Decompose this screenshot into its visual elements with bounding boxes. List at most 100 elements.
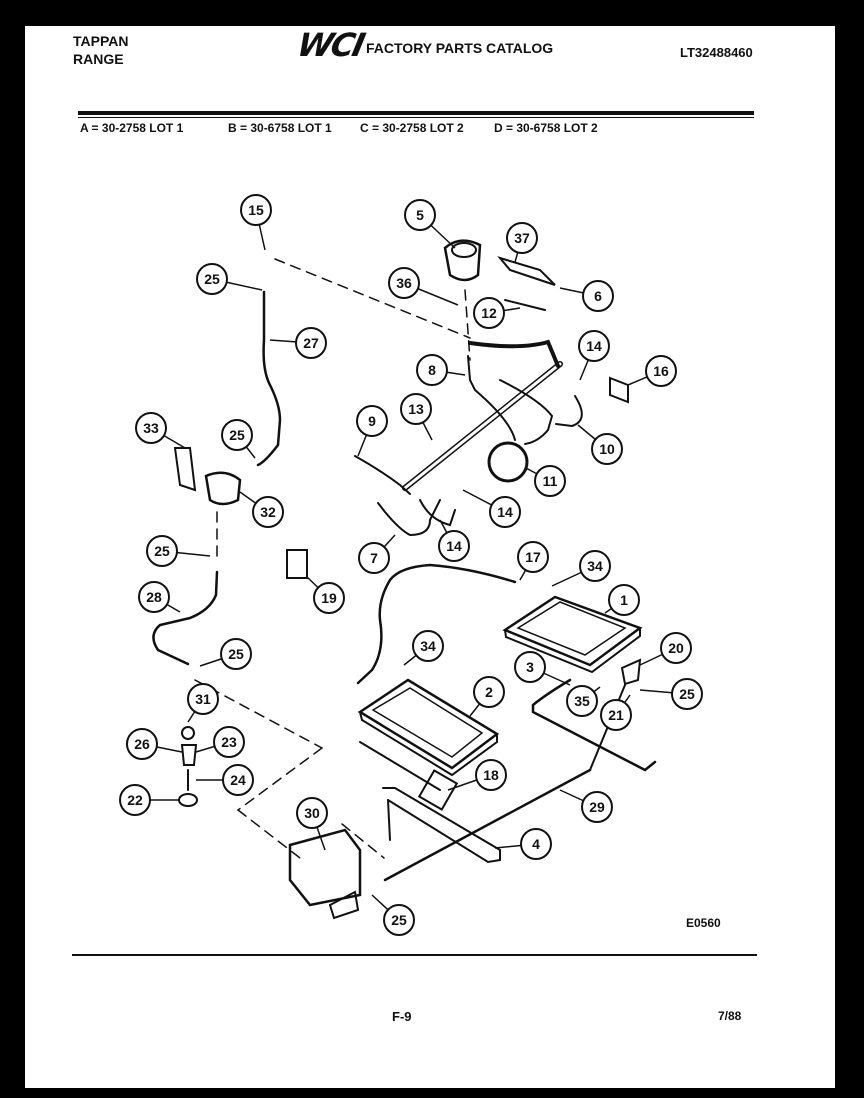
- callout-25: 25: [221, 419, 256, 459]
- header-rule-thin: [78, 117, 754, 118]
- callout-bubble: [671, 678, 703, 710]
- callout-33: 33: [135, 412, 186, 449]
- callout-bubble: [600, 699, 632, 731]
- callout-bubble: [213, 726, 245, 758]
- callout-34: 34: [403, 630, 444, 666]
- callout-number: 25: [679, 686, 695, 702]
- callout-6: 6: [559, 280, 614, 312]
- callout-18: 18: [447, 759, 507, 791]
- callout-bubble: [146, 535, 178, 567]
- callout-number: 25: [391, 912, 407, 928]
- callout-31: 31: [187, 683, 219, 723]
- callout-bubble: [383, 904, 415, 936]
- callout-2: 2: [469, 676, 505, 717]
- callout-number: 24: [230, 772, 246, 788]
- callout-14: 14: [438, 519, 470, 562]
- page-number: F-9: [392, 1009, 412, 1024]
- callout-bubble: [645, 355, 677, 387]
- alignment-lines: [194, 258, 471, 859]
- callout-3: 3: [514, 651, 571, 686]
- callout-bubble: [126, 728, 158, 760]
- brand-name: TAPPAN: [73, 33, 129, 49]
- callout-37: 37: [506, 222, 538, 263]
- callout-4: 4: [494, 828, 552, 860]
- callout-bubble: [220, 638, 252, 670]
- revision-date: 7/88: [718, 1009, 742, 1023]
- callout-bubble: [517, 541, 549, 573]
- callout-number: 1: [620, 592, 628, 608]
- callout-bubble: [358, 542, 390, 574]
- callout-number: 33: [143, 420, 159, 436]
- callout-bubble: [591, 433, 623, 465]
- callout-bubble: [581, 791, 613, 823]
- lot-legend-c: C = 30-2758 LOT 2: [360, 121, 464, 135]
- callout-bubble: [240, 194, 272, 226]
- callout-bubble: [187, 683, 219, 715]
- callout-29: 29: [559, 789, 613, 823]
- callout-number: 25: [204, 271, 220, 287]
- callout-number: 6: [594, 288, 602, 304]
- callout-bubble: [520, 828, 552, 860]
- callout-bubble: [660, 632, 692, 664]
- callout-36: 36: [388, 267, 459, 306]
- catalog-title: FACTORY PARTS CATALOG: [366, 40, 554, 56]
- callout-14: 14: [462, 489, 521, 528]
- callout-number: 12: [481, 305, 497, 321]
- lot-legend-a: A = 30-2758 LOT 1: [80, 121, 184, 135]
- callout-bubble: [506, 222, 538, 254]
- lot-legend-b: B = 30-6758 LOT 1: [228, 121, 332, 135]
- callout-bubble: [489, 496, 521, 528]
- callout-bubble: [296, 797, 328, 829]
- callout-bubble: [438, 530, 470, 562]
- callout-10: 10: [577, 424, 623, 465]
- callout-bubble: [578, 330, 610, 362]
- callout-bubble: [221, 419, 253, 451]
- callout-bubble: [404, 199, 436, 231]
- callout-number: 10: [599, 441, 615, 457]
- callout-35: 35: [566, 685, 601, 717]
- product-type: RANGE: [73, 51, 124, 67]
- callout-number: 21: [608, 707, 624, 723]
- callout-15: 15: [240, 194, 272, 251]
- callout-25: 25: [639, 678, 703, 710]
- callout-number: 2: [485, 684, 493, 700]
- callout-number: 27: [303, 335, 319, 351]
- callout-25: 25: [371, 894, 415, 936]
- callout-1: 1: [604, 584, 640, 616]
- callout-number: 36: [396, 275, 412, 291]
- callout-bubble: [356, 405, 388, 437]
- callout-number: 25: [228, 646, 244, 662]
- callout-number: 32: [260, 504, 276, 520]
- callout-number: 17: [525, 549, 541, 565]
- callout-number: 9: [368, 413, 376, 429]
- callout-30: 30: [296, 797, 328, 851]
- callout-number: 16: [653, 363, 669, 379]
- callout-16: 16: [627, 355, 677, 387]
- catalog-code: LT32488460: [680, 45, 753, 60]
- callout-bubble: [222, 764, 254, 796]
- callout-bubble: [119, 784, 151, 816]
- callout-number: 34: [420, 638, 436, 654]
- callout-bubble: [416, 354, 448, 386]
- callout-number: 18: [483, 767, 499, 783]
- callout-bubble: [295, 327, 327, 359]
- callout-number: 5: [416, 207, 424, 223]
- callout-13: 13: [400, 393, 433, 441]
- callout-32: 32: [239, 491, 284, 528]
- callout-bubble: [252, 496, 284, 528]
- callout-21: 21: [600, 694, 632, 731]
- callout-bubble: [412, 630, 444, 662]
- callout-24: 24: [196, 764, 254, 796]
- callout-bubble: [313, 582, 345, 614]
- callout-number: 13: [408, 401, 424, 417]
- lot-legend-d: D = 30-6758 LOT 2: [494, 121, 598, 135]
- callout-number: 14: [497, 504, 513, 520]
- callout-bubble: [400, 393, 432, 425]
- callout-19: 19: [306, 576, 345, 614]
- callout-number: 30: [304, 805, 320, 821]
- callout-12: 12: [473, 297, 521, 329]
- callout-number: 23: [221, 734, 237, 750]
- callout-number: 14: [446, 538, 462, 554]
- wci-logo: WCI: [293, 26, 367, 64]
